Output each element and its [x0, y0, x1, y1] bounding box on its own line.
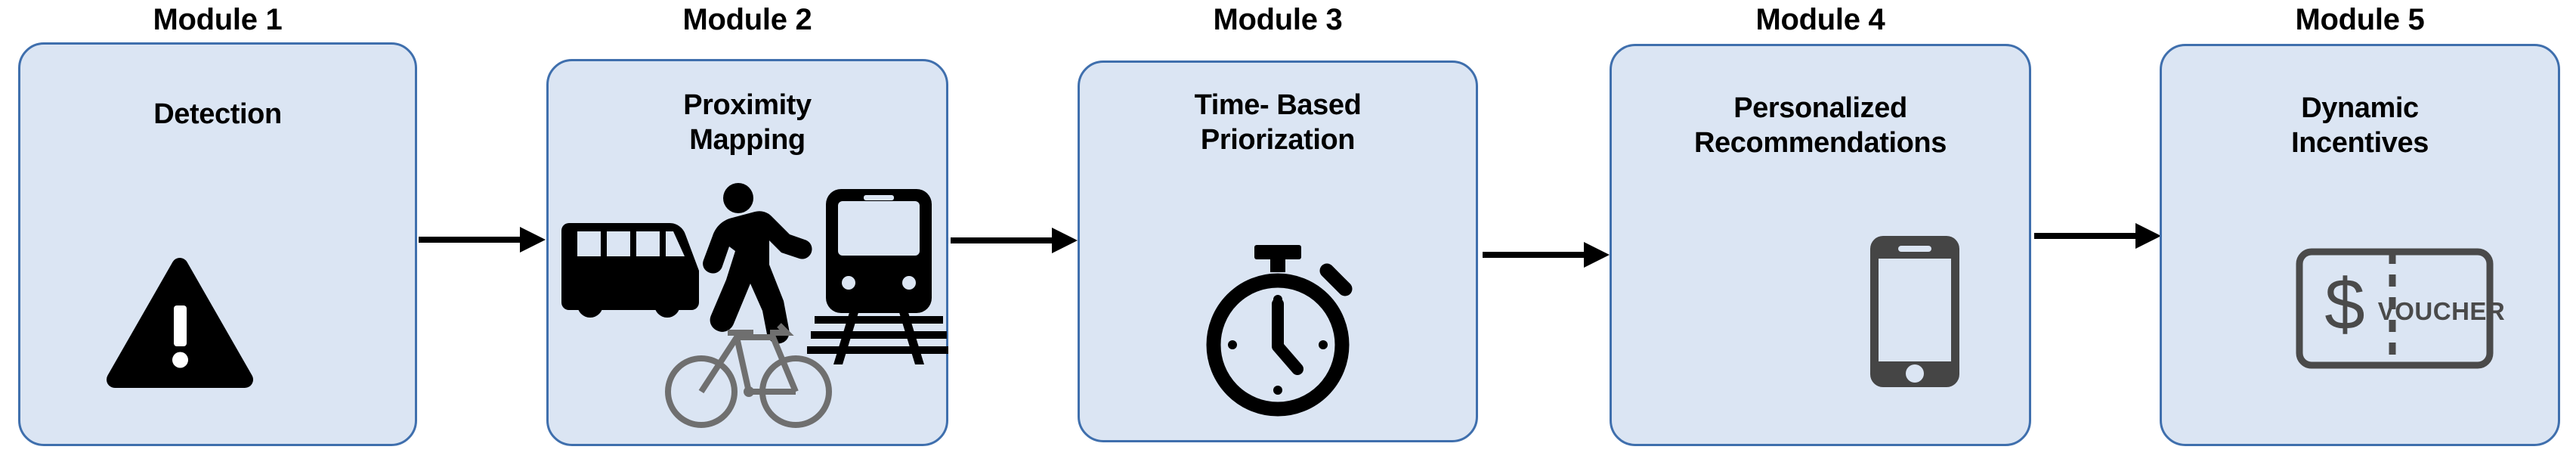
arrow-head: [520, 227, 546, 253]
module-2-title: Module 2: [682, 3, 812, 36]
transport-modes-group: [561, 183, 951, 428]
module-3-label-line2: Priorization: [1200, 124, 1356, 156]
module-5-label-line2: Incentives: [2291, 127, 2429, 159]
module-2-label-line1: Proximity: [683, 89, 812, 121]
module-3-label: Time- Based Priorization: [1078, 88, 1478, 157]
module-4-label-line2: Recommendations: [1694, 127, 1947, 159]
voucher-dollar-symbol: $: [2324, 264, 2364, 345]
arrow-shaft: [951, 237, 1053, 243]
pedestrian-walking-icon: [703, 183, 812, 344]
module-2-label: Proximity Mapping: [546, 88, 948, 157]
smartphone-icon: [1870, 236, 1959, 387]
module-5: Module 5 Dynamic Incentives $ VOUCHER: [2160, 0, 2560, 462]
arrow-head: [1052, 228, 1078, 253]
arrow-head: [1584, 242, 1610, 268]
module-1-title: Module 1: [153, 3, 283, 36]
module-5-box[interactable]: [2160, 44, 2560, 446]
warning-triangle-icon: [107, 258, 253, 388]
module-4-icon-area: [1610, 219, 2031, 439]
module-2-icon-area: [546, 181, 951, 431]
arrow-shaft: [2034, 233, 2137, 239]
module-4: Module 4 Personalized Recommendations: [1610, 0, 2031, 462]
module-4-label: Personalized Recommendations: [1610, 91, 2031, 160]
module-2-label-line2: Mapping: [689, 124, 806, 156]
module-2: Module 2 Proximity Mapping: [546, 0, 951, 462]
module-5-label-line1: Dynamic: [2301, 92, 2419, 124]
stopwatch-icon: [1206, 245, 1353, 417]
module-5-title: Module 5: [2295, 3, 2425, 36]
module-3-icon-area: [1078, 212, 1478, 439]
bicycle-crank: [744, 386, 754, 397]
bicycle-icon: [665, 323, 832, 428]
module-3: Module 3 Time- Based Priorization: [1078, 0, 1478, 462]
module-1-icon-area: [18, 227, 417, 416]
arrow-shaft: [1483, 252, 1585, 258]
module-5-label: Dynamic Incentives: [2160, 91, 2560, 160]
module-1-label-line1: Detection: [153, 98, 282, 130]
module-1-label: Detection: [18, 97, 417, 132]
module-1: Module 1 Detection: [18, 0, 417, 462]
train-icon: [807, 189, 951, 364]
voucher-icon: $ VOUCHER: [2296, 248, 2506, 369]
voucher-label-text: VOUCHER: [2378, 297, 2506, 325]
module-4-label-line1: Personalized: [1733, 92, 1907, 124]
module-4-box[interactable]: [1610, 44, 2031, 446]
module-3-title: Module 3: [1213, 3, 1343, 36]
module-4-title: Module 4: [1755, 3, 1885, 36]
module-5-icon-area: $ VOUCHER: [2160, 208, 2560, 435]
module-3-label-line1: Time- Based: [1194, 89, 1362, 121]
arrow-head: [2135, 223, 2161, 249]
arrow-shaft: [419, 237, 521, 243]
bus-icon: [561, 222, 699, 318]
